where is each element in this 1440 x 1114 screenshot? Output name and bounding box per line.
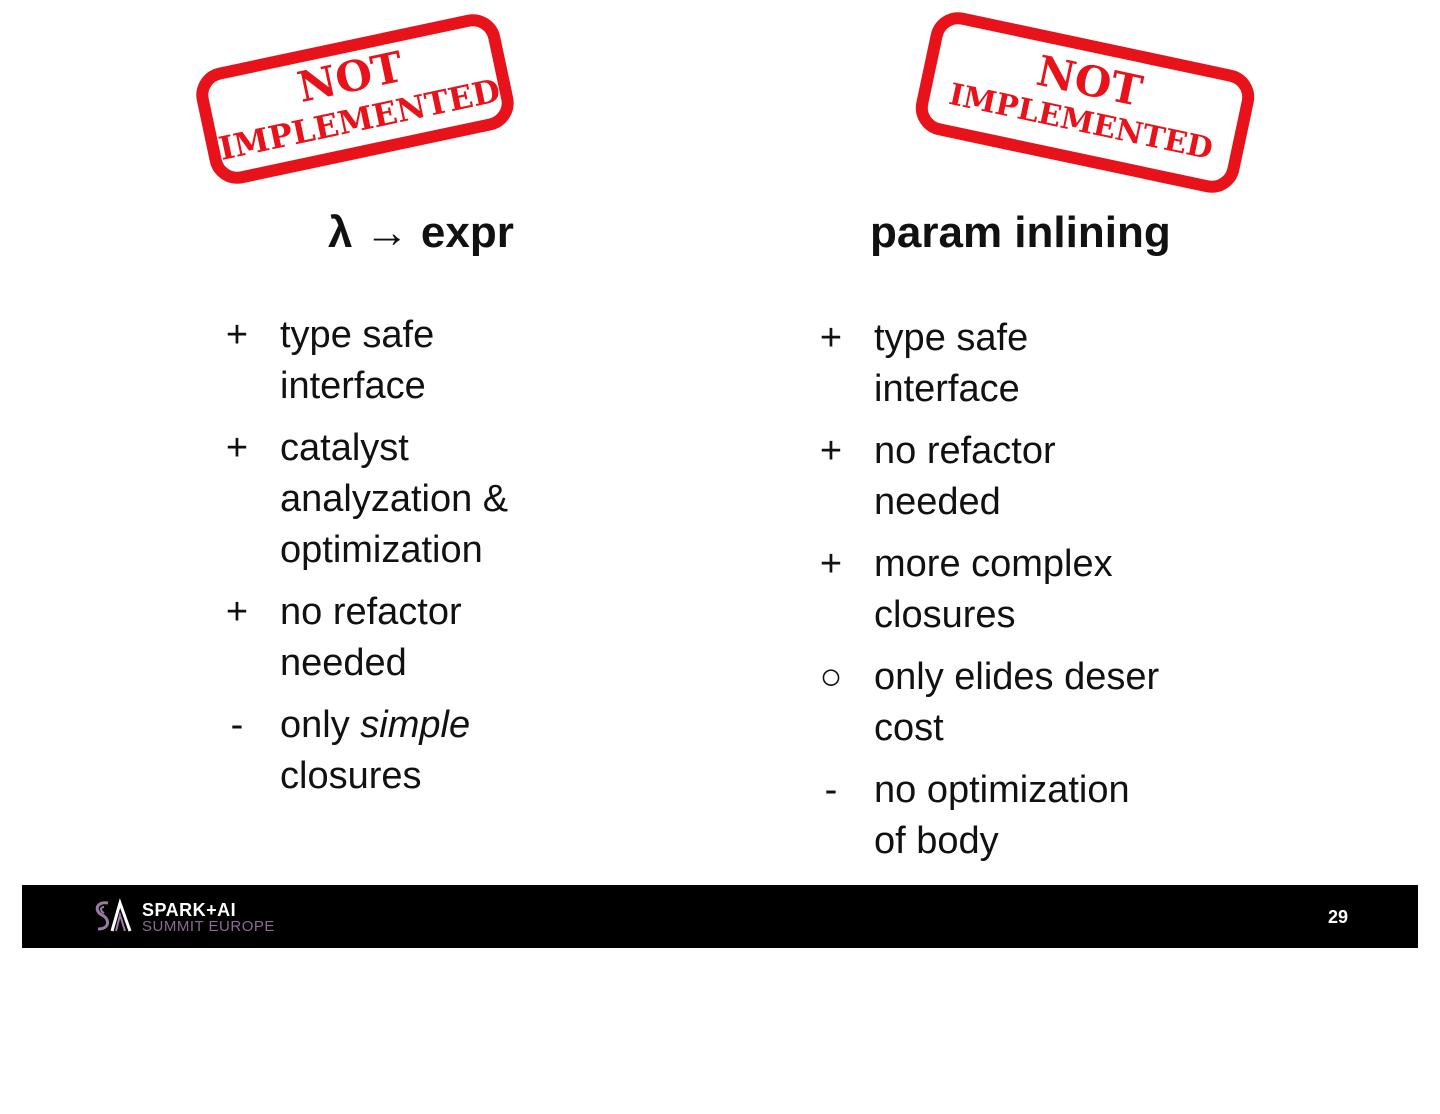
bullet-text: type safe interface [280,314,435,407]
list-item: -only simple closures [231,700,508,802]
list-item: -no optimization of body [825,765,1159,867]
bullet-symbol: - [230,704,244,746]
bullet-symbol: + [819,430,843,472]
list-item: + more complex closures [820,539,1159,641]
list-item: ○ only elides deser cost [820,652,1160,754]
brand-subtitle: SUMMIT EUROPE [142,918,275,935]
right-column-heading: param inlining [870,208,1171,257]
bullet-text: type safe interface [874,317,1029,410]
bullet-symbol: + [225,427,249,469]
bullet-symbol: + [225,314,249,356]
bullet-symbol: + [819,317,843,359]
bullet-text: more complex closures [874,543,1113,636]
spark-ai-summit-logo-icon [95,898,132,932]
text-emphasis: simple [360,704,471,746]
slide-footer: SPARK+AI SUMMIT EUROPE 29 [22,885,1418,948]
bullet-text: catalyst analyzation & optimization [280,427,509,571]
left-bullet-list: + type safe interface + catalyst analyzati… [226,310,509,813]
text-post: closures [280,755,422,797]
bullet-text: no optimization of body [874,769,1130,862]
not-implemented-stamp-left: NOT IMPLEMENTED [191,9,519,189]
bullet-text: no refactor needed [874,430,1056,523]
text-pre: only [280,704,361,746]
bullet-symbol: + [225,591,249,633]
right-bullet-list: + type safe interface + no refactor needed… [820,313,1160,878]
bullet-text: only elides deser cost [874,656,1160,749]
bullet-symbol: ○ [819,656,843,698]
list-item: + no refactor needed [226,587,508,689]
list-item: + type safe interface [820,313,1159,415]
bullet-symbol: - [824,769,838,811]
left-column-heading: λ → expr [328,208,514,257]
bullet-text: only simple closures [280,700,508,802]
not-implemented-stamp-right: NOT IMPLEMENTED [910,7,1260,198]
list-item: + catalyst analyzation & optimization [226,423,509,576]
list-item: + type safe interface [226,310,508,412]
bullet-text: no refactor needed [280,591,462,684]
bullet-symbol: + [819,543,843,585]
brand-name: SPARK+AI [142,900,237,920]
page-number: 29 [1327,907,1348,927]
list-item: + no refactor needed [820,426,1159,528]
